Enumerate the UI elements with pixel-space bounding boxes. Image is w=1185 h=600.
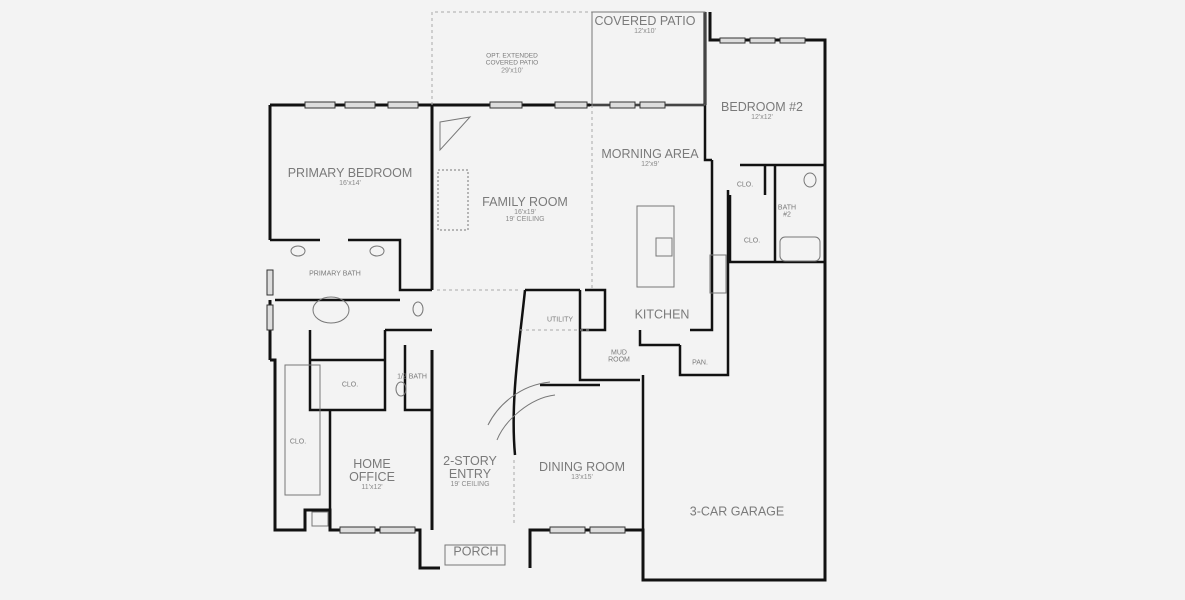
bedroom-2-closet-label: CLO. (736, 181, 754, 189)
exterior-walls (268, 12, 827, 582)
kitchen-label: KITCHEN (634, 307, 690, 322)
primary-bath-label: PRIMARY BATH (309, 270, 361, 278)
primary-closet-label: CLO. (341, 381, 359, 389)
optional-patio-outline (431, 11, 593, 525)
porch-label: PORCH (453, 544, 499, 559)
garage-label: 3-CAR GARAGE (689, 504, 785, 519)
utility-label: UTILITY (546, 316, 574, 324)
hall-closet-label: CLO. (743, 237, 761, 245)
walk-in-closet-label: CLO. (289, 438, 307, 446)
half-bath-label: 1/2 BATH (397, 373, 427, 381)
windows (266, 37, 806, 534)
pantry-label: PAN. (692, 359, 708, 367)
bath-2-label: BATH#2 (777, 204, 797, 219)
interior-walls (270, 103, 825, 530)
